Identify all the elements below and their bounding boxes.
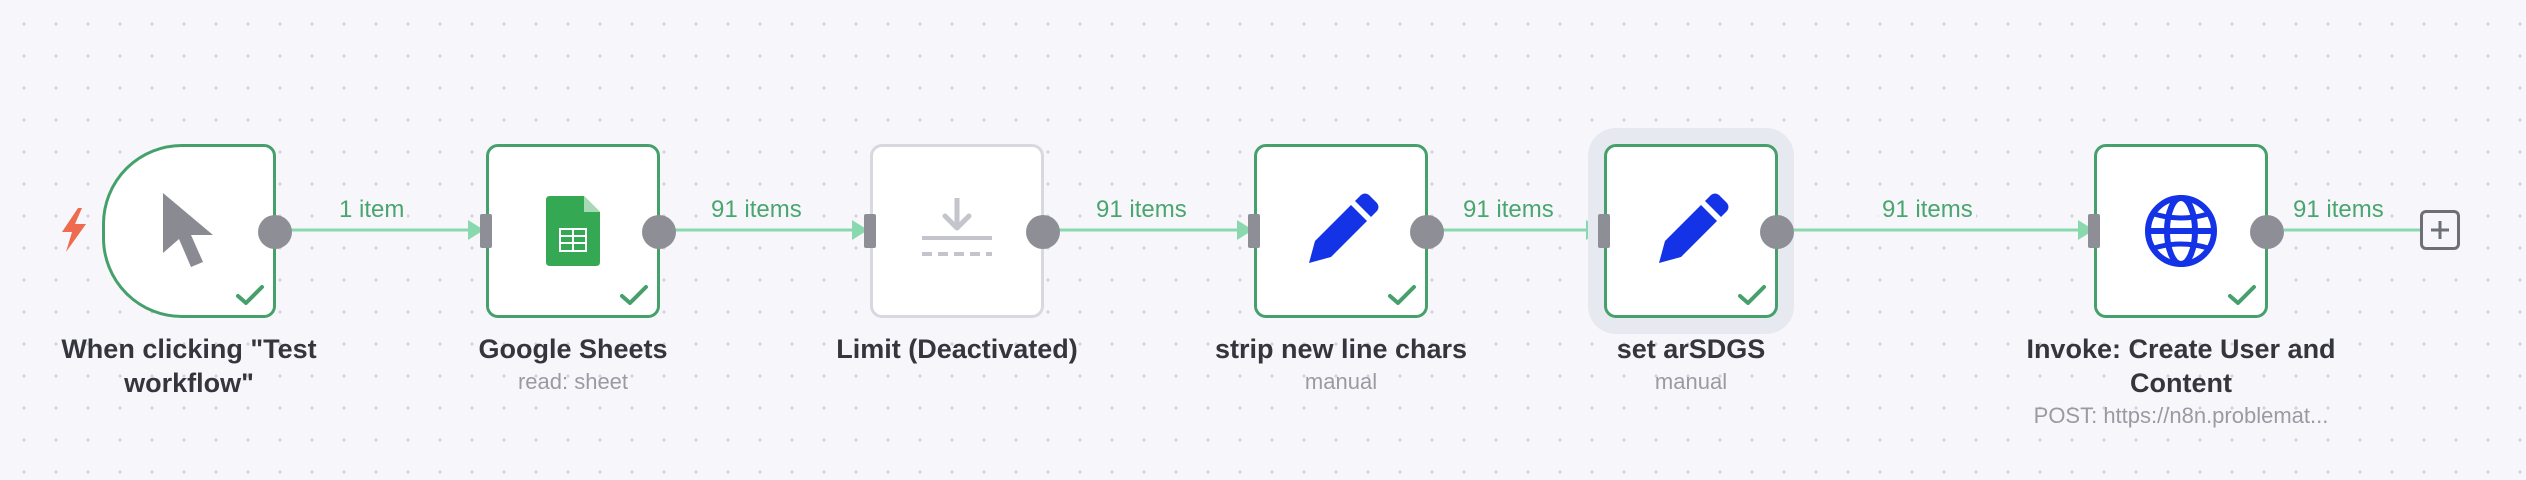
edge-arrow [1586,220,1602,240]
node-label: When clicking "Test workflow" [61,334,317,398]
node-label: strip new line chars [1214,334,1468,364]
node-manual-trigger[interactable] [102,144,292,318]
node-subtitle: read: sheet [517,369,629,394]
output-handle[interactable] [258,215,292,249]
input-handle[interactable] [864,214,876,248]
output-handle[interactable] [642,215,676,249]
google-sheets-icon [546,196,600,266]
node-subtitle: manual [1654,369,1728,394]
input-handle[interactable] [1598,214,1610,248]
edge-label: 91 items [708,196,805,224]
output-handle[interactable] [1026,215,1060,249]
plus-icon [2431,221,2449,239]
success-check-icon [1738,285,1766,305]
success-check-icon [236,285,264,305]
success-check-icon [1388,285,1416,305]
limit-icon [922,198,992,256]
node-set-arsdgs[interactable] [1598,144,1794,318]
output-handle[interactable] [2250,215,2284,249]
node-subtitle: manual [1304,369,1378,394]
input-handle[interactable] [1248,214,1260,248]
node-label: Limit (Deactivated) [836,334,1078,364]
success-check-icon [620,285,648,305]
node-google-sheets[interactable] [480,144,676,318]
node-subtitle: POST: https://n8n.problemat... [2033,403,2329,428]
output-handle[interactable] [1760,215,1794,249]
add-node-button[interactable] [2420,210,2460,250]
node-limit[interactable] [864,144,1060,318]
lightning-bolt-icon [62,208,86,252]
edge-label: 91 items [1879,196,1976,224]
pencil-icon [1309,193,1379,263]
edge-arrow [2078,220,2094,240]
input-handle[interactable] [2088,214,2100,248]
success-check-icon [2228,285,2256,305]
cursor-icon [163,193,213,267]
input-handle[interactable] [480,214,492,248]
edge-label: 91 items [1093,196,1190,224]
edge-label: 1 item [336,196,408,224]
node-label: Google Sheets [478,334,668,364]
edge-label: 91 items [1460,196,1557,224]
pencil-icon [1659,193,1729,263]
node-label: Invoke: Create User and Content [2026,334,2336,398]
edge-arrow [852,220,868,240]
node-strip-new-line-chars[interactable] [1248,144,1444,318]
output-handle[interactable] [1410,215,1444,249]
node-label: set arSDGS [1616,334,1766,364]
globe-icon [2145,195,2217,267]
edge-label: 91 items [2290,196,2387,224]
node-invoke-create-user[interactable] [2088,144,2284,318]
edge-arrow [468,220,484,240]
edge-arrow [1237,220,1253,240]
